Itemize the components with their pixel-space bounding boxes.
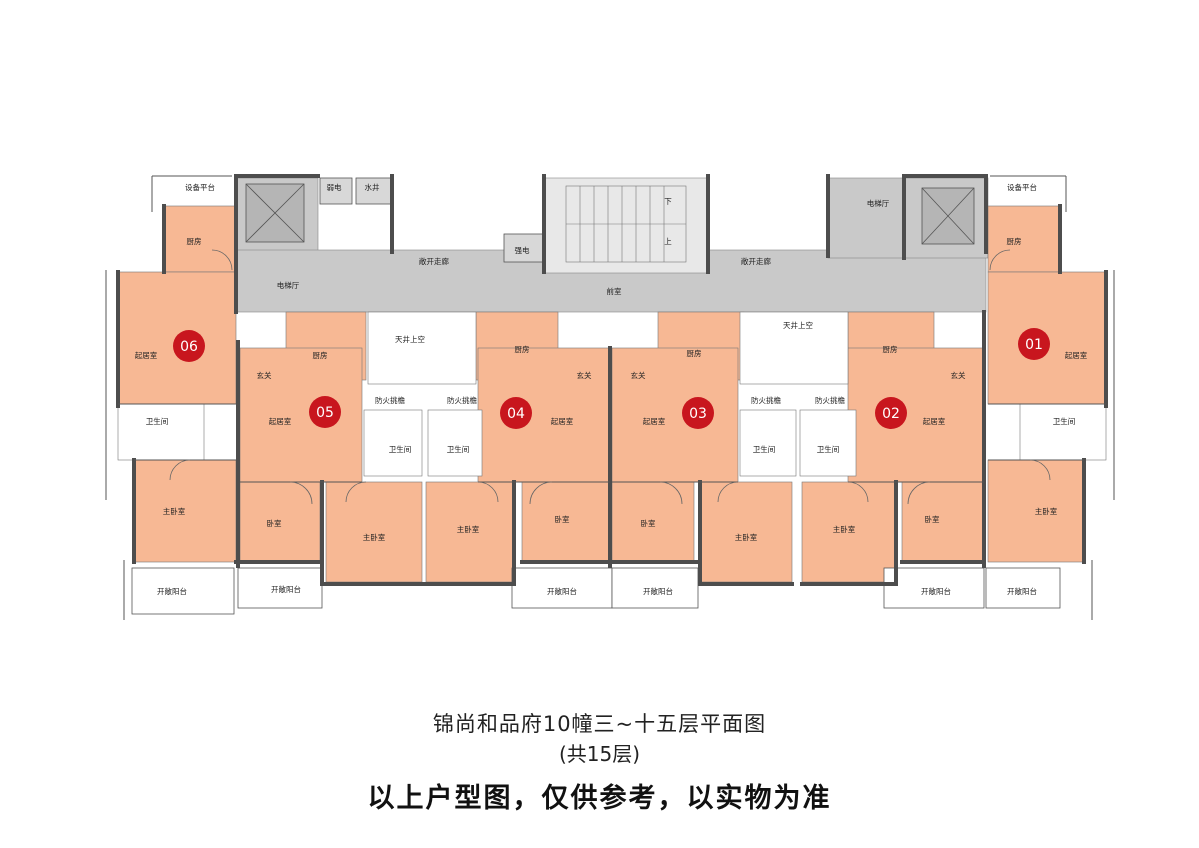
fire-overhang-1: 防火挑檐 [375,395,405,405]
interior-lines [105,175,1115,620]
unit06-master: 主卧室 [163,506,186,516]
corridor-right: 敞开走廊 [741,256,771,266]
weak-elec: 弱电 [327,182,342,192]
unit01-bath: 卫生间 [1053,416,1076,426]
unit04-entry: 玄关 [577,370,592,380]
unit05-bath: 卫生间 [389,444,412,454]
unit05-entry: 玄关 [257,370,272,380]
unit01-kitchen: 厨房 [1007,236,1022,246]
room-labels: 设备平台 厨房 起居室 卫生间 主卧室 开敞阳台 厨房 玄关 起居室 卧室 主卧… [135,182,1088,596]
stairwell [565,185,687,263]
unit01-platform: 设备平台 [1007,182,1037,192]
unit04-bedroom: 卧室 [555,514,570,524]
unit05-master: 主卧室 [363,532,386,542]
unit-marker-05 [309,396,341,428]
elevator-hall-right: 电梯厅 [867,198,890,208]
walls [116,174,1108,586]
plan-title: 锦尚和品府10幢三~十五层平面图 [432,712,767,736]
unit-fills [117,205,1107,583]
unit-marker-03 [682,397,714,429]
unit04-master: 主卧室 [457,524,480,534]
utility-closets [319,177,545,263]
front-room: 前室 [607,286,622,296]
unit01-living: 起居室 [1065,350,1088,360]
light-well-left: 天井上空 [395,334,425,344]
unit06-kitchen: 厨房 [187,236,202,246]
unit04-balcony: 开敞阳台 [547,586,577,596]
unit02-master: 主卧室 [833,524,856,534]
unit06-living: 起居室 [135,350,158,360]
disclaimer: 以上户型图，仅供参考，以实物为准 [367,783,832,814]
unit-marker-02 [875,397,907,429]
unit02-bath: 卫生间 [817,444,840,454]
light-well-right: 天井上空 [783,320,813,330]
unit-marker-01 [1018,328,1050,360]
fire-overhang-2: 防火挑檐 [447,395,477,405]
unit05-balcony: 开敞阳台 [271,584,301,594]
light-wells [363,311,857,477]
corridor-left: 敞开走廊 [419,256,449,266]
unit03-master: 主卧室 [735,532,758,542]
stair-area [543,177,709,274]
unit-marker-labels: 06 05 04 03 02 01 [180,337,1043,422]
unit01-balcony: 开敞阳台 [1007,586,1037,596]
unit04-living: 起居室 [551,416,574,426]
stair-up: 上 [664,237,672,246]
unit-id-01: 01 [1025,337,1043,353]
unit01-master: 主卧室 [1035,506,1058,516]
door-swings [169,249,1051,505]
unit-id-05: 05 [316,405,334,421]
unit03-bedroom: 卧室 [641,518,656,528]
unit04-kitchen: 厨房 [515,344,530,354]
unit03-balcony: 开敞阳台 [643,586,673,596]
unit-marker-04 [500,397,532,429]
unit04-bath: 卫生间 [447,444,470,454]
water-shaft: 水井 [365,182,380,192]
unit-marker-06 [173,330,205,362]
unit03-kitchen: 厨房 [687,348,702,358]
balconies [131,567,1061,615]
unit-id-03: 03 [689,406,707,422]
strong-elec: 强电 [515,245,530,255]
unit-id-04: 04 [507,406,525,422]
stair-down: 下 [664,197,672,206]
fire-overhang-4: 防火挑檐 [815,395,845,405]
unit03-bath: 卫生间 [753,444,776,454]
unit-id-02: 02 [882,406,900,422]
unit02-kitchen: 厨房 [883,344,898,354]
unit06-bath: 卫生间 [146,416,169,426]
elevator-shafts [245,183,975,245]
unit-id-06: 06 [180,339,198,355]
fire-overhang-3: 防火挑檐 [751,395,781,405]
unit02-living: 起居室 [923,416,946,426]
unit02-bedroom: 卧室 [925,514,940,524]
unit03-living: 起居室 [643,416,666,426]
plan-subtitle: (共15层) [558,742,641,766]
unit02-entry: 玄关 [951,370,966,380]
unit02-balcony: 开敞阳台 [921,586,951,596]
elevator-hall-left: 电梯厅 [277,280,300,290]
unit05-kitchen: 厨房 [313,350,328,360]
unit05-bedroom: 卧室 [267,518,282,528]
unit-markers [173,328,1050,429]
unit03-entry: 玄关 [631,370,646,380]
unit06-balcony: 开敞阳台 [157,586,187,596]
unit06-platform: 设备平台 [185,182,215,192]
unit05-living: 起居室 [269,416,292,426]
